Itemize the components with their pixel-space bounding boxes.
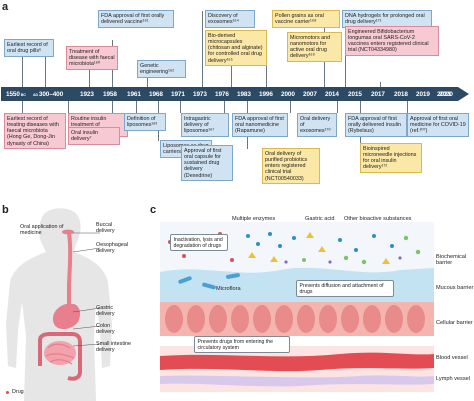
milestone-definition-liposomes: Definition of liposomes¹⁶³	[124, 113, 166, 131]
milestone-intragastric-liposomes: Intragastric delivery of liposomes¹⁶⁷	[181, 113, 229, 137]
milestone-micromotors: Micromotors and nanomotors for active or…	[287, 32, 342, 63]
timeline-arrow	[1, 87, 469, 101]
milestone-earliest-oral-pills: Earliest record of oral drug pills⁶	[4, 39, 54, 57]
timeline-year: 2007	[303, 91, 317, 98]
timeline-year: 2019	[416, 91, 430, 98]
timeline-year: 1973	[193, 91, 207, 98]
timeline-year: 2018	[394, 91, 408, 98]
timeline-year: 1976	[215, 91, 229, 98]
label-oral-application: Oral application of medicine	[20, 224, 64, 237]
timeline-year: 1961	[127, 91, 141, 98]
milestone-bio-derived-microcapsules: Bio-derived microcapsules (chitosan and …	[205, 30, 267, 67]
timeline-year: 1996	[259, 91, 273, 98]
milestone-microneedle-insulin: Bioinspired microneedle injections for o…	[360, 143, 422, 174]
milestone-purified-probiotics-trial: Oral delivery of purified probiotics ent…	[262, 148, 320, 185]
milestone-oral-insulin-delivery: Oral insulin delivery⁷	[68, 127, 120, 145]
label-oesophageal-delivery: Oesophageal delivery	[96, 242, 129, 255]
timeline-year: 2015	[348, 91, 362, 98]
milestone-pollen-grains: Pollen grains as oral vaccine carrier¹⁶⁸	[272, 10, 340, 28]
milestone-genetic-engineering: Genetic engineering¹⁶²	[137, 60, 186, 78]
milestone-fda-oral-insulin-rybelsus: FDA approval of first orally delivered i…	[345, 113, 407, 137]
label-small-intestine-delivery: Small intestine delivery	[96, 341, 132, 354]
timeline-year: 1983	[237, 91, 251, 98]
panel-c-letter: c	[150, 204, 157, 216]
milestone-engineered-bifidobacterium: Engineered Bifidobacterium longumas oral…	[345, 26, 439, 57]
milestone-covid-oral-medicine: Approval of first oral medicine for COVI…	[407, 113, 469, 137]
milestone-discovery-exosomes: Discovery of exosomes¹⁶⁴	[205, 10, 255, 28]
label-drug-legend: Drug	[12, 389, 24, 395]
timeline-year: 2000	[281, 91, 295, 98]
callout-circulatory-system: Prevents drugs from entering the circula…	[194, 336, 290, 353]
timeline-year: AD 300–400	[33, 91, 64, 98]
label-colon-delivery: Colon delivery	[96, 323, 115, 336]
milestone-faecal-microbiota-treatment: Treatment of disease with faecal microbi…	[66, 46, 118, 70]
timeline-year: 2021	[437, 91, 451, 98]
drug-legend-icon	[6, 391, 9, 394]
panel-b-letter: b	[2, 204, 9, 216]
callout-prevents-diffusion: Prevents diffusion and attachment of dru…	[296, 280, 394, 297]
label-gastric-acid: Gastric acid	[305, 216, 335, 222]
milestone-fda-first-oral-vaccine: FDA approval of first orally delivered v…	[98, 10, 174, 28]
label-multiple-enzymes: Multiple enzymes	[232, 216, 276, 222]
side-label-lymph-vessel: Lymph vessel	[436, 376, 470, 382]
label-microflora: Microflora	[216, 286, 241, 292]
timeline-year: 1923	[80, 91, 94, 98]
callout-inactivation: Inactivation, lysis and degradation of d…	[170, 234, 228, 251]
side-label-blood-vessel: Blood vessel	[436, 355, 468, 361]
milestone-oral-exosomes: Oral delivery of exosomes¹⁷⁰	[297, 113, 337, 137]
panel-b-leader-lines	[72, 232, 101, 347]
label-buccal-delivery: Buccal delivery	[96, 222, 115, 235]
side-label-mucous: Mucous barrier	[436, 285, 474, 291]
timeline-year: 2017	[371, 91, 385, 98]
milestone-earliest-faecal-record: Earliest record of treating diseases wit…	[4, 113, 66, 150]
timeline-year: 1968	[149, 91, 163, 98]
milestone-dna-hydrogels: DNA hydrogels for prolonged oral drug de…	[342, 10, 432, 28]
label-gastric-delivery: Gastric delivery	[96, 305, 115, 318]
milestone-fda-first-nanomedicine: FDA approval of first oral nanomedicine …	[232, 113, 288, 137]
timeline-year: 1958	[103, 91, 117, 98]
timeline-year: 2014	[325, 91, 339, 98]
panel-a-letter: a	[2, 1, 9, 13]
timeline-year: 2020	[439, 91, 453, 98]
timeline-year: 1971	[171, 91, 185, 98]
label-other-bioactive: Other bioactive substances	[344, 216, 412, 222]
timeline-year: 1550 BC	[6, 91, 26, 98]
side-label-biochemical: Biochemical barrier	[436, 254, 467, 267]
milestone-approval-dexedrine: Approval of first oral capsule for susta…	[181, 145, 233, 182]
human-body-illustration	[6, 208, 112, 401]
side-label-cellular: Cellular barrier	[436, 320, 473, 326]
